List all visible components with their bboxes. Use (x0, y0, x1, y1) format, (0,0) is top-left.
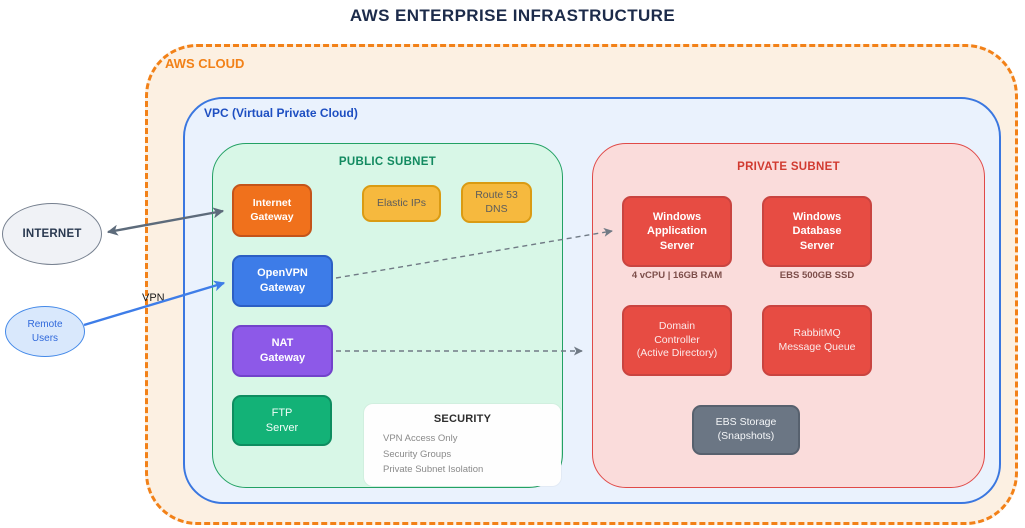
diagram-title: AWS ENTERPRISE INFRASTRUCTURE (349, 6, 676, 25)
app-server-spec-caption: 4 vCPU | 16GB RAM (631, 270, 723, 281)
security-panel[interactable]: SECURITY VPN Access Only Security Groups… (364, 404, 561, 486)
db-server-spec-caption: EBS 500GB SSD (779, 270, 855, 281)
internet-gateway-node[interactable]: Internet Gateway (232, 184, 312, 237)
security-title: SECURITY (433, 413, 492, 425)
windows-application-server-node[interactable]: Windows Application Server (622, 196, 732, 267)
ebs-storage-node[interactable]: EBS Storage (Snapshots) (692, 405, 800, 455)
route53-dns-node[interactable]: Route 53 DNS (461, 182, 532, 223)
security-item-security-groups: Security Groups (383, 448, 452, 460)
remote-users-node[interactable]: Remote Users (5, 306, 85, 357)
ftp-server-node[interactable]: FTP Server (232, 395, 332, 446)
security-item-private-isolation: Private Subnet Isolation (383, 464, 484, 475)
domain-controller-node[interactable]: Domain Controller (Active Directory) (622, 305, 732, 376)
security-item-vpn-access: VPN Access Only (383, 433, 458, 444)
rabbitmq-node[interactable]: RabbitMQ Message Queue (762, 305, 872, 376)
vpc-label: VPC (Virtual Private Cloud) (204, 106, 358, 120)
public-subnet-label: PUBLIC SUBNET (338, 156, 437, 168)
internet-node[interactable]: INTERNET (2, 203, 102, 265)
nat-gateway-node[interactable]: NAT Gateway (232, 325, 333, 377)
windows-database-server-node[interactable]: Windows Database Server (762, 196, 872, 267)
elastic-ips-node[interactable]: Elastic IPs (362, 185, 441, 222)
vpn-edge-label: VPN (142, 292, 165, 304)
private-subnet-label: PRIVATE SUBNET (737, 161, 840, 173)
openvpn-gateway-node[interactable]: OpenVPN Gateway (232, 255, 333, 307)
aws-cloud-label: AWS CLOUD (165, 56, 245, 71)
